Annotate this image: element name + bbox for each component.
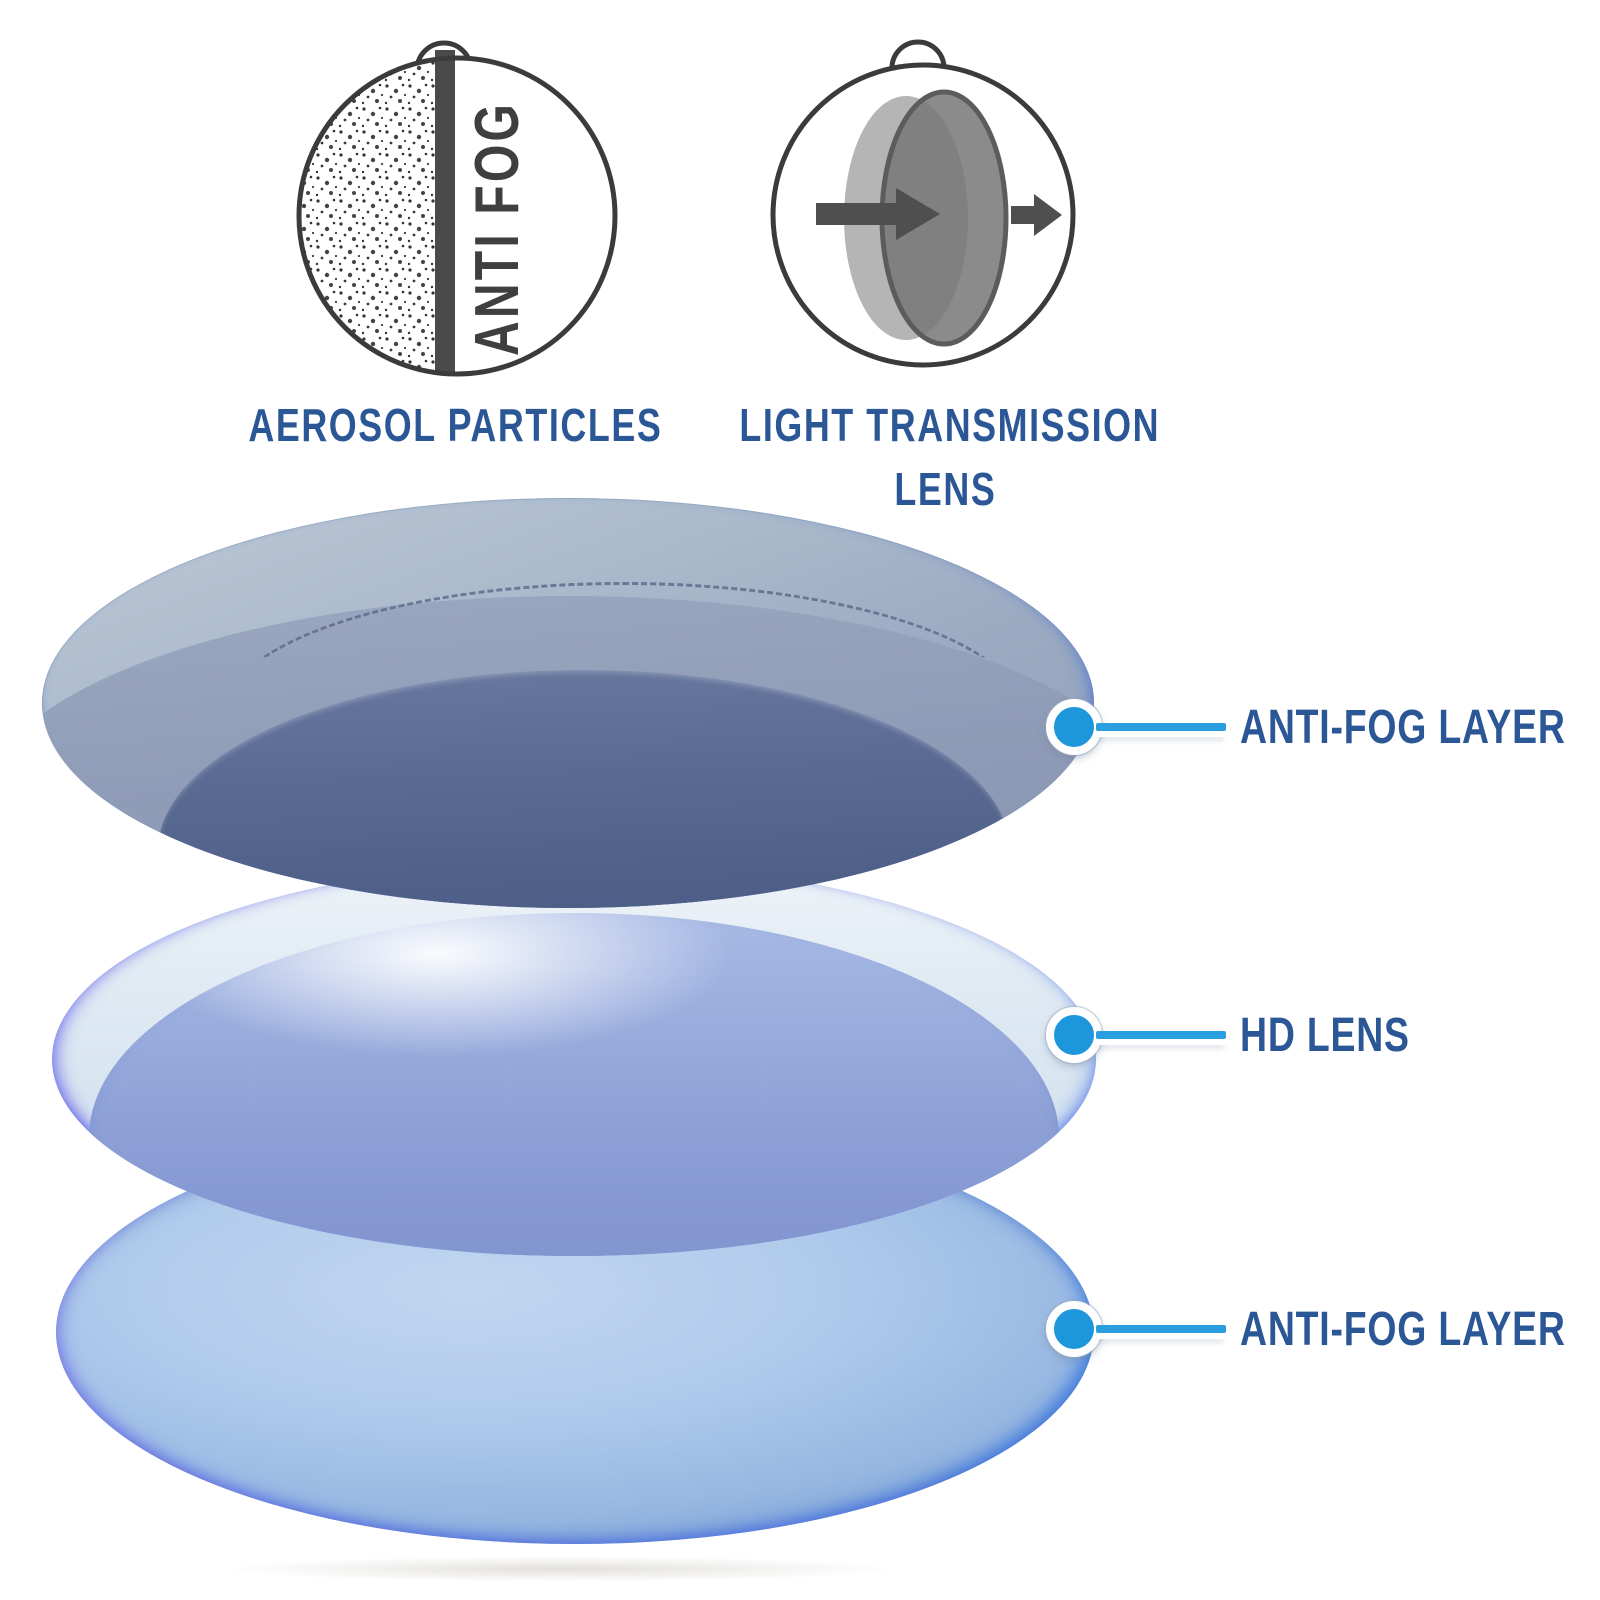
light-transmission-icon [768,36,1078,383]
callout-top-anti-fog: ANTI-FOG LAYER [1046,696,1600,758]
stipple-particles [302,58,435,374]
light-transmission-caption-line2: LENS [680,462,1210,516]
callout-line [1096,723,1226,731]
callout-line [1096,1325,1226,1333]
hd-lens-body [88,913,1060,1256]
callout-label: HD LENS [1240,1008,1410,1062]
callout-dot [1046,1301,1102,1357]
light-transmission-caption-line1: LIGHT TRANSMISSION [680,398,1210,452]
top-anti-fog-lens [42,498,1094,908]
ground-shadow [220,1556,900,1582]
callout-dot [1046,699,1102,755]
callout-label: ANTI-FOG LAYER [1240,700,1566,754]
callout-bottom-anti-fog: ANTI-FOG LAYER [1046,1298,1600,1360]
lens-divider-bar [435,58,455,374]
callout-dot [1046,1007,1102,1063]
aerosol-caption-text: AEROSOL PARTICLES [248,399,663,451]
callout-label: ANTI-FOG LAYER [1240,1302,1566,1356]
light-transmission-graphic [770,39,1076,368]
light-transmission-caption-text1: LIGHT TRANSMISSION [739,399,1161,451]
aerosol-particles-icon: ANTI FOG [292,36,622,389]
light-in-arrow-icon [816,188,940,240]
callout-hd-lens: HD LENS [1046,1004,1458,1066]
hd-lens [52,862,1096,1256]
light-out-arrow-icon [1011,194,1062,236]
anti-fog-badge-graphic: ANTI FOG [296,40,618,377]
light-transmission-caption-text2: LENS [894,463,996,515]
anti-fog-badge-text: ANTI FOG [463,101,532,356]
aerosol-caption: AEROSOL PARTICLES [190,398,720,452]
callout-line [1096,1031,1226,1039]
